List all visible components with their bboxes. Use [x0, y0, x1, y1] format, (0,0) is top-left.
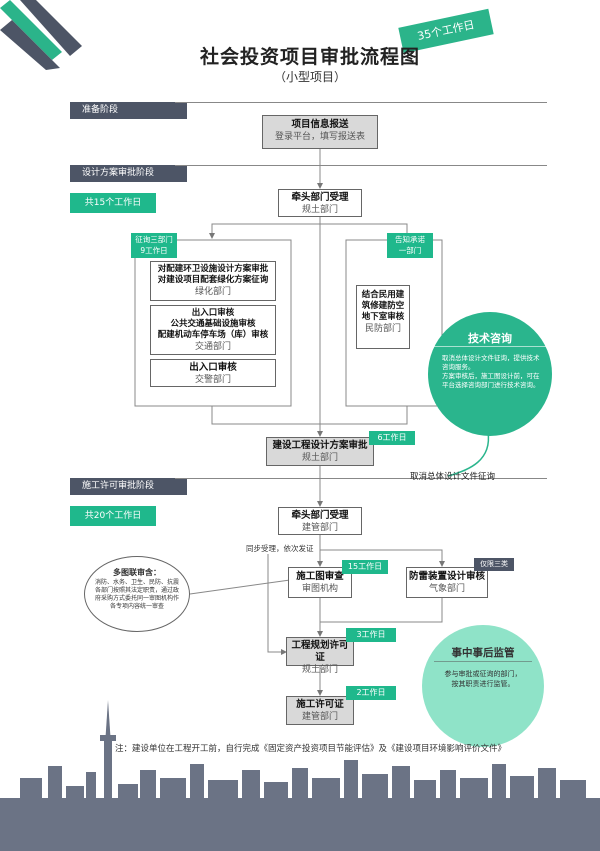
node-dept: 建管部门	[301, 712, 338, 722]
construction-permit-days: 2工作日	[346, 686, 396, 700]
node-dept: 气象部门	[428, 584, 465, 594]
node-lightning-review[interactable]: 防雷装置设计审核 气象部门	[406, 567, 488, 598]
tech-consult-title: 技术咨询	[468, 332, 512, 345]
node-dept: 登录平台，填写报送表	[274, 132, 365, 142]
permit-total-days: 共20个工作日	[70, 506, 156, 526]
joint-review-body: 消防、水务、卫生、民防、抗震各部门按照其法定职责，通过政府采购方式委托同一审图机…	[94, 579, 179, 610]
design-approval-days: 6工作日	[369, 431, 415, 445]
node-dept: 交通部门	[194, 342, 231, 352]
supervision-body: 参与审批或征询的部门，按其职责进行监管。	[444, 670, 522, 688]
planning-permit-days: 3工作日	[346, 628, 396, 642]
list-item: 方案审核后，施工图设计前，可在平台选择咨询部门进行技术咨询。	[442, 372, 540, 389]
page-subtitle: （小型项目）	[273, 70, 346, 84]
joint-review-title: 多图联审含：	[113, 568, 161, 577]
node-title: 对配建环卫设施设计方案审批 对建设项目配套绿化方案征询	[157, 264, 269, 285]
section-divider	[175, 102, 547, 103]
node-lead-dept-construction[interactable]: 牵头部门受理 建管部门	[278, 507, 362, 535]
supervision-title: 事中事后监管	[451, 647, 515, 659]
node-construction-permit[interactable]: 施工许可证 建管部门	[286, 696, 354, 725]
node-civil-defense-dept[interactable]: 结合民用建 筑修建防空 地下室审核 民防部门	[356, 285, 410, 349]
footnote: 注：建设单位在工程开工前，自行完成《固定资产投资项目节能评估》及《建设项目环境影…	[115, 744, 507, 754]
node-lead-dept-planning[interactable]: 牵头部门受理 规土部门	[278, 189, 362, 217]
supervision-circle: 事中事后监管 参与审批或征询的部门，按其职责进行监管。	[422, 625, 544, 747]
node-project-info[interactable]: 项目信息报送 登录平台，填写报送表	[262, 115, 378, 149]
node-dept: 审图机构	[301, 584, 338, 594]
node-title: 牵头部门受理	[291, 510, 349, 521]
node-title: 出入口审核 公共交通基础设施审核 配建机动车停车场（库）审核	[157, 308, 269, 340]
only-class-three-tag: 仅限三类	[474, 558, 514, 571]
node-title: 施工图审查	[296, 571, 344, 582]
node-dept: 民防部门	[364, 324, 401, 334]
section-divider	[175, 165, 547, 166]
node-police-dept[interactable]: 出入口审核 交警部门	[150, 359, 276, 387]
section-prep: 准备阶段	[70, 102, 187, 119]
node-title: 施工许可证	[296, 699, 344, 710]
node-dept: 建管部门	[301, 523, 338, 533]
list-item: 取消总体设计文件征询，提供技术咨询服务。	[442, 354, 540, 371]
design-total-days: 共15个工作日	[70, 193, 156, 213]
section-permit: 施工许可审批阶段	[70, 478, 187, 495]
city-skyline	[0, 700, 600, 851]
corner-decoration	[0, 0, 82, 70]
node-title: 工程规划许可证	[291, 640, 349, 663]
joint-review-ellipse: 多图联审含： 消防、水务、卫生、民防、抗震各部门按照其法定职责，通过政府采购方式…	[84, 556, 190, 632]
node-greening-dept[interactable]: 对配建环卫设施设计方案审批 对建设项目配套绿化方案征询 绿化部门	[150, 261, 276, 301]
page-title: 社会投资项目审批流程图	[199, 46, 420, 68]
node-title: 防雷装置设计审核	[408, 571, 485, 582]
node-dept: 绿化部门	[194, 287, 231, 297]
tech-consult-list: 取消总体设计文件征询，提供技术咨询服务。 方案审核后，施工图设计前，可在平台选择…	[442, 354, 540, 390]
node-dept: 交警部门	[194, 375, 231, 385]
node-planning-permit[interactable]: 工程规划许可证 规土部门	[286, 637, 354, 675]
node-dept: 规土部门	[301, 453, 338, 463]
tag-notify-one: 告知承诺 一部门	[387, 233, 433, 258]
tag-consult-three: 征询三部门 9工作日	[131, 233, 177, 258]
node-traffic-dept[interactable]: 出入口审核 公共交通基础设施审核 配建机动车停车场（库）审核 交通部门	[150, 305, 276, 355]
sync-accept-label: 同步受理，依次发证	[246, 543, 314, 554]
tech-consult-divider	[428, 346, 552, 347]
drawing-review-days: 15工作日	[342, 560, 388, 574]
node-dept: 规土部门	[301, 665, 338, 675]
node-drawing-review[interactable]: 施工图审查 审图机构	[288, 567, 352, 598]
tech-consult-circle: 技术咨询 取消总体设计文件征询，提供技术咨询服务。 方案审核后，施工图设计前，可…	[428, 312, 552, 436]
node-title: 结合民用建 筑修建防空 地下室审核	[361, 290, 405, 322]
node-dept: 规土部门	[301, 205, 338, 215]
supervision-divider	[434, 661, 532, 662]
node-title: 项目信息报送	[291, 119, 349, 130]
node-title: 牵头部门受理	[291, 192, 349, 203]
section-design: 设计方案审批阶段	[70, 165, 187, 182]
cancel-consult-label: 取消总体设计文件征询	[410, 472, 496, 482]
node-design-approval[interactable]: 建设工程设计方案审批 规土部门	[266, 437, 374, 466]
node-title: 建设工程设计方案审批	[272, 440, 368, 451]
section-divider	[175, 478, 547, 479]
node-title: 出入口审核	[189, 362, 237, 373]
